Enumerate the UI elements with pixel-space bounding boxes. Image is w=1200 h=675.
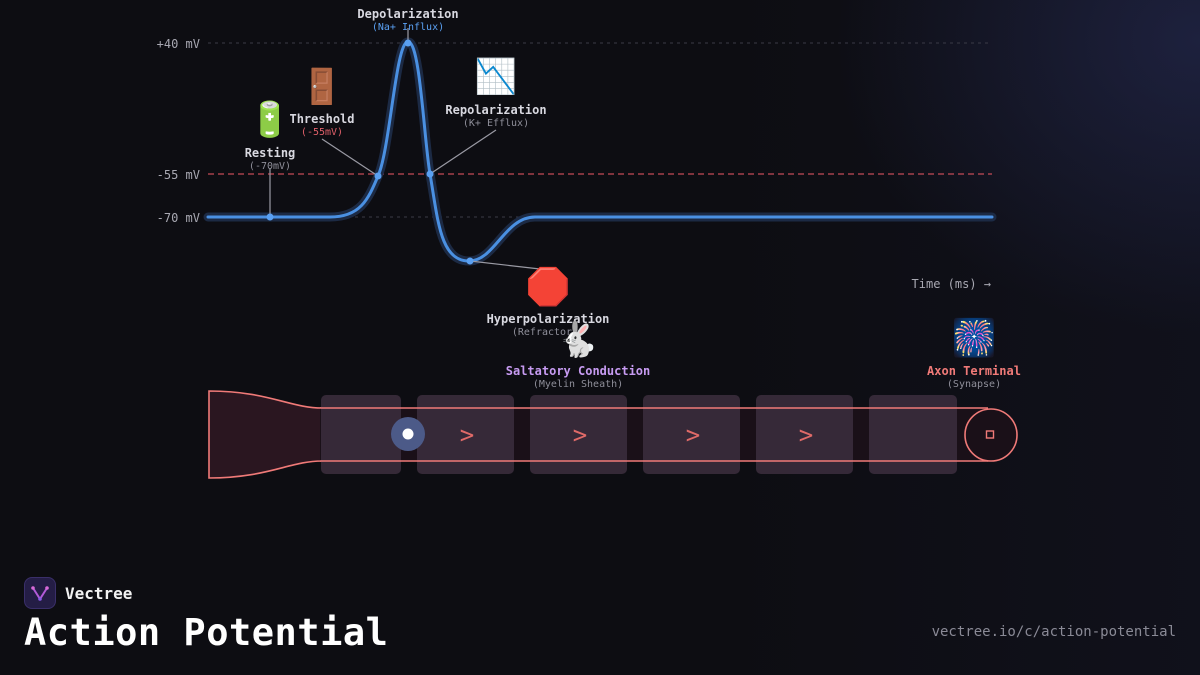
myelin-sheath-2: [417, 395, 514, 474]
myelin-sheath-5: [756, 395, 853, 474]
resting-point: [266, 213, 274, 221]
x-axis-label: Time (ms) →: [912, 277, 991, 291]
chart-decreasing-icon: 📉: [475, 57, 517, 97]
y-label-minus55: -55 mV: [157, 168, 200, 182]
depolarization-title: Depolarization: [357, 7, 458, 21]
page-title: Action Potential: [24, 611, 389, 654]
terminal-subtitle: (Synapse): [947, 379, 1001, 390]
brand: Vectree: [24, 577, 132, 609]
signal-pulse: [402, 428, 414, 440]
myelin-sheath-3: [530, 395, 627, 474]
threshold-title: Threshold: [289, 112, 354, 126]
hyperpolarization-title: Hyperpolarization: [487, 312, 610, 326]
threshold-leader-line: [321, 138, 379, 177]
axon-hillock: [208, 390, 323, 479]
vectree-logo-icon: [24, 577, 56, 609]
myelin-sheath-6: [869, 395, 957, 474]
threshold-subtitle: (-55mV): [301, 127, 343, 138]
battery-icon: 🔋: [249, 100, 291, 140]
axon-terminal-bouton: [964, 408, 1018, 462]
resting-title: Resting: [245, 146, 296, 160]
threshold-point: [374, 172, 382, 180]
rabbit-icon: 🐇: [557, 320, 599, 360]
fireworks-icon: 🎆: [952, 317, 997, 359]
propagation-arrow-2: >: [573, 421, 587, 449]
saltatory-title: Saltatory Conduction: [506, 364, 651, 378]
repolarization-subtitle: (K+ Efflux): [463, 118, 529, 129]
myelin-sheath-4: [643, 395, 740, 474]
propagation-arrow-3: >: [686, 421, 700, 449]
synaptic-vesicle: [985, 430, 995, 439]
depolarization-subtitle: (Na+ Influx): [372, 22, 444, 33]
terminal-title: Axon Terminal: [927, 364, 1021, 378]
repolarization-title: Repolarization: [445, 103, 546, 117]
peak-point: [404, 39, 412, 47]
hyperpolarization-leader-line: [469, 260, 541, 270]
brand-name: Vectree: [65, 583, 133, 603]
saltatory-subtitle: (Myelin Sheath): [533, 379, 623, 390]
door-icon: 🚪: [301, 67, 343, 107]
source-link[interactable]: vectree.io/c/action-potential: [931, 624, 1176, 640]
propagation-arrow-1: >: [460, 421, 474, 449]
propagation-arrow-4: >: [799, 421, 813, 449]
stop-sign-icon: 🛑: [526, 266, 571, 308]
repolarization-point: [426, 170, 434, 178]
repolarization-leader-line: [429, 129, 497, 175]
y-label-plus40: +40 mV: [157, 37, 200, 51]
resting-subtitle: (-70mV): [249, 161, 291, 172]
hyperpolarization-subtitle: (Refractory): [512, 327, 584, 338]
y-label-minus70: -70 mV: [157, 211, 200, 225]
myelin-sheath-1: [321, 395, 401, 474]
hyperpolarization-point: [466, 257, 474, 265]
